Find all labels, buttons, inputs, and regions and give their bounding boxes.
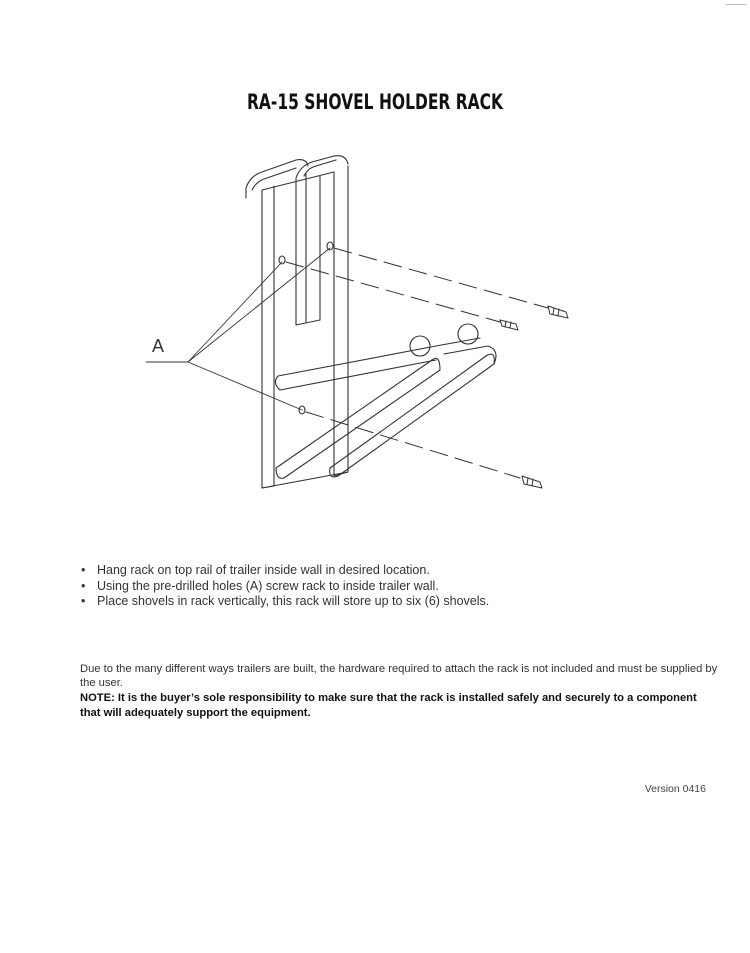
list-item: • Hang rack on top rail of trailer insid… bbox=[78, 563, 489, 579]
screws bbox=[499, 305, 569, 489]
rack-diagram: A bbox=[130, 150, 590, 510]
callout-label: A bbox=[152, 336, 164, 356]
bullet: • bbox=[81, 594, 86, 608]
list-item: • Place shovels in rack vertically, this… bbox=[78, 594, 489, 610]
disclaimer-text: Due to the many different ways trailers … bbox=[80, 663, 718, 689]
page-title: RA-15 SHOVEL HOLDER RACK bbox=[246, 90, 504, 114]
version-label: Version 0416 bbox=[644, 783, 706, 795]
callout-lines bbox=[145, 247, 331, 411]
bullet: • bbox=[81, 563, 86, 577]
knobs bbox=[409, 323, 479, 357]
responsibility-note: NOTE: It is the buyer’s sole responsibil… bbox=[80, 692, 697, 719]
right-bracket bbox=[295, 155, 349, 477]
back-plate bbox=[261, 171, 349, 489]
instructions-list: • Hang rack on top rail of trailer insid… bbox=[78, 563, 489, 610]
instruction-text: Place shovels in rack vertically, this r… bbox=[97, 594, 490, 608]
instruction-text: Using the pre-drilled holes (A) screw ra… bbox=[97, 578, 439, 593]
bullet: • bbox=[81, 578, 86, 593]
list-item: • Using the pre-drilled holes (A) screw … bbox=[78, 579, 489, 595]
support-arms bbox=[275, 337, 497, 479]
left-bracket bbox=[245, 159, 309, 489]
mounting-holes bbox=[278, 241, 334, 415]
upper-arm bbox=[274, 345, 437, 391]
guide-lines bbox=[285, 247, 549, 479]
corner-mark bbox=[726, 4, 746, 5]
instruction-text: Hang rack on top rail of trailer inside … bbox=[97, 563, 430, 577]
